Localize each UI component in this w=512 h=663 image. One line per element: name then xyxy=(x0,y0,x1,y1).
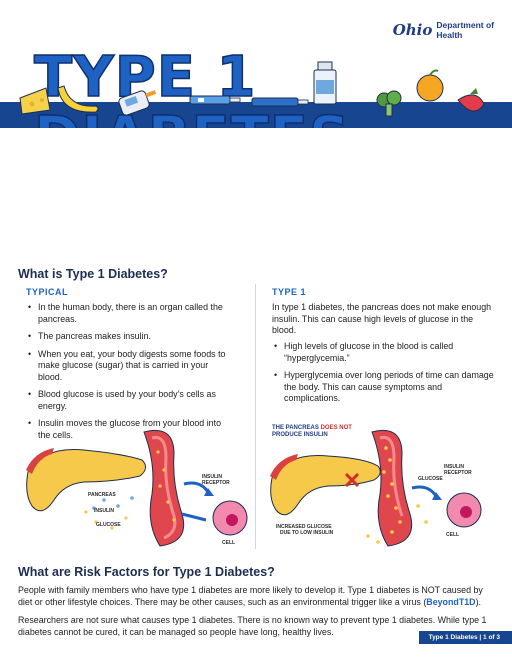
ohio-department-of-health-logo[interactable]: Ohio Department of Health xyxy=(393,20,494,40)
svg-text:RECEPTOR: RECEPTOR xyxy=(202,480,230,486)
risk-factors-heading: What are Risk Factors for Type 1 Diabete… xyxy=(18,565,275,579)
column-divider xyxy=(255,284,256,549)
key-point: Type 1 diabetes is less common than type… xyxy=(18,210,496,234)
pancreas-shape xyxy=(270,454,381,516)
pancreas-shape xyxy=(26,448,146,512)
key-points-list: Type 1 diabetes usually appears during c… xyxy=(18,178,496,274)
logo-line-2: Health xyxy=(436,30,463,40)
blood-vessel-shape xyxy=(371,429,413,547)
x-mark-icon xyxy=(344,472,360,488)
arrow-icon xyxy=(181,512,207,522)
diabetes-items-illustration xyxy=(19,61,485,117)
svg-text:INSULIN: INSULIN xyxy=(444,464,464,470)
glucose-meter-icon xyxy=(118,90,157,116)
ohio-logo-mark: Ohio xyxy=(392,21,433,39)
svg-text:RECEPTOR: RECEPTOR xyxy=(444,470,472,476)
insulin-vial-icon xyxy=(313,61,337,105)
typical-pancreas-diagram: PANCREAS INSULIN GLUCOSE INSULIN RECEPTO… xyxy=(26,429,248,547)
typical-list: In the human body, there is an organ cal… xyxy=(26,302,226,447)
risk-paragraph-1: People with family members who have type… xyxy=(18,585,483,607)
strawberry-icon xyxy=(457,88,485,112)
beyondt1d-link[interactable]: BeyondT1D xyxy=(426,596,476,607)
type1-intro: In type 1 diabetes, the pancreas does no… xyxy=(272,302,492,335)
banana-icon xyxy=(57,85,99,113)
risk-paragraph-2: Researchers are not sure what causes typ… xyxy=(18,615,487,637)
arrow-icon xyxy=(183,481,210,493)
svg-text:GLUCOSE: GLUCOSE xyxy=(418,476,443,482)
list-item: Hyperglycemia over long periods of time … xyxy=(272,370,494,405)
svg-text:INSULIN: INSULIN xyxy=(94,508,114,514)
svg-text:CELL: CELL xyxy=(446,532,459,538)
svg-text:DUE TO LOW INSULIN: DUE TO LOW INSULIN xyxy=(280,530,334,536)
typical-heading: TYPICAL xyxy=(26,287,69,297)
key-point: Currently, no one knows how to prevent o… xyxy=(18,242,496,266)
type1-list: High levels of glucose in the blood is c… xyxy=(272,341,494,411)
list-item: High levels of glucose in the blood is c… xyxy=(272,341,494,364)
intro-text: Type 1 diabetes is a chronic illness tha… xyxy=(18,135,495,182)
arrow-icon xyxy=(411,485,438,497)
svg-text:CELL: CELL xyxy=(222,540,235,546)
header: Ohio Department of Health TYPE 1 DIABETE… xyxy=(0,0,512,128)
what-is-heading: What is Type 1 Diabetes? xyxy=(18,267,168,281)
cheese-icon xyxy=(19,87,51,115)
list-item: Blood glucose is used by your body’s cel… xyxy=(26,389,226,412)
svg-text:GLUCOSE: GLUCOSE xyxy=(96,522,121,528)
insulin-pen-icon xyxy=(189,95,241,105)
svg-text:INCREASED GLUCOSE: INCREASED GLUCOSE xyxy=(276,524,332,530)
list-item: When you eat, your body digests some foo… xyxy=(26,349,226,384)
type1-pancreas-diagram: GLUCOSE INCREASED GLUCOSE DUE TO LOW INS… xyxy=(270,429,482,547)
logo-text: Department of Health xyxy=(436,20,494,40)
svg-text:INSULIN: INSULIN xyxy=(202,474,222,480)
insulin-pen-icon xyxy=(251,97,309,107)
list-item: The pancreas makes insulin. xyxy=(26,331,226,343)
page-footer-tag: Type 1 Diabetes | 1 of 3 xyxy=(418,631,512,644)
list-item: Insulin moves the glucose from your bloo… xyxy=(26,418,226,441)
type1-heading: TYPE 1 xyxy=(272,287,307,297)
logo-line-1: Department of xyxy=(436,20,494,30)
list-item: In the human body, there is an organ cal… xyxy=(26,302,226,325)
intestine-shape xyxy=(26,448,54,474)
broccoli-icon xyxy=(376,90,402,117)
orange-icon xyxy=(416,69,444,102)
intestine-shape xyxy=(270,454,298,480)
svg-text:PANCREAS: PANCREAS xyxy=(88,492,116,498)
pancreas-warning: THE PANCREAS DOES NOT PRODUCE INSULIN xyxy=(272,425,352,438)
key-point: Type 1 diabetes usually appears during c… xyxy=(18,178,496,202)
